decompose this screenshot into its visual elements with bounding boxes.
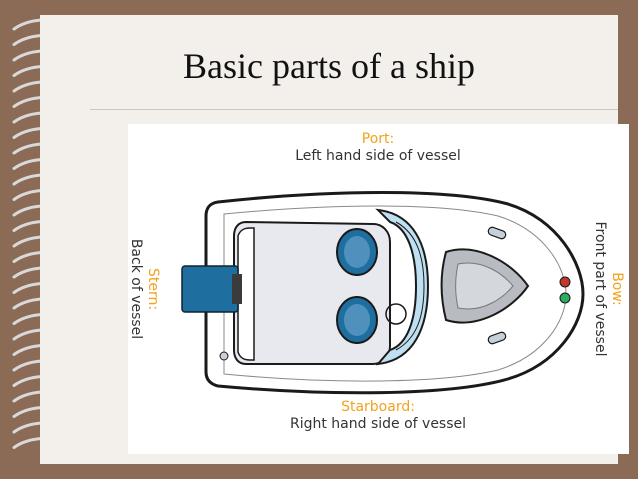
bow-description: Front part of vessel [592,221,608,357]
stern-label: Stern: Back of vessel [127,239,161,339]
title-divider [90,109,618,110]
stern-description: Back of vessel [128,238,144,340]
cleat-port [487,226,507,240]
stern-drain [219,351,229,361]
starboard-label: Starboard: Right hand side of vessel [290,399,466,433]
port-description: Left hand side of vessel [295,148,461,164]
steering-wheel [385,303,407,325]
engine-mount [232,274,242,304]
outboard-engine [181,265,239,313]
port-label: Port: Left hand side of vessel [295,131,461,165]
bow-light-green [559,292,571,304]
bow-light-red [559,276,571,288]
slide-title: Basic parts of a ship [183,46,475,86]
bow-label: Bow: Front part of vessel [591,222,625,357]
rear-bench [237,227,255,361]
slide: Basic parts of a ship [40,15,629,464]
stern-heading: Stern: [145,267,161,311]
boat-illustration [181,191,585,395]
port-heading: Port: [361,131,395,147]
starboard-description: Right hand side of vessel [289,416,467,432]
boat-diagram: Port: Left hand side of vessel Starboard… [128,124,629,454]
cleat-starboard [487,331,507,345]
windshield [375,208,430,366]
starboard-heading: Starboard: [341,399,415,415]
bow-heading: Bow: [609,272,625,306]
